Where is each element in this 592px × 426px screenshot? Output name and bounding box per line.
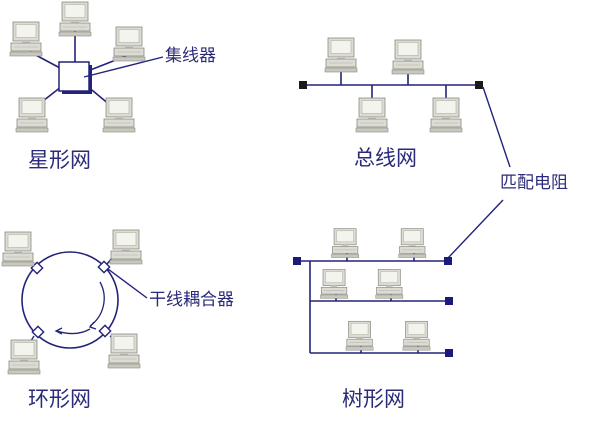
ring-computer: [1, 231, 35, 267]
star-network-label: 星形网: [28, 148, 91, 172]
terminator-leader-lines: [447, 86, 511, 259]
terminator-icon: [445, 349, 453, 357]
bus-network-label: 总线网: [354, 146, 417, 170]
star-computer-bottom-right: [102, 97, 136, 133]
ring-direction-arrows: [54, 281, 105, 335]
tree-computer: [375, 269, 404, 299]
terminator-icon: [444, 257, 452, 265]
star-topology: [9, 1, 164, 133]
bus-topology: [299, 37, 483, 133]
ring-network-label: 环形网: [28, 387, 91, 411]
coupler-icon: [30, 260, 112, 339]
bus-computer: [324, 37, 358, 73]
bus-computer: [429, 97, 463, 133]
tree-computer: [402, 320, 431, 351]
hub-label: 集线器: [165, 46, 216, 66]
terminator-icon: [475, 81, 483, 89]
star-computer-right: [112, 26, 146, 62]
tree-computer: [398, 228, 427, 258]
coupler-label: 干线耦合器: [149, 290, 234, 310]
ring-topology: [1, 229, 148, 375]
bus-computer: [391, 39, 425, 75]
star-computer-bottom-left: [15, 97, 49, 133]
hub-icon: [58, 61, 92, 94]
terminator-icon: [299, 81, 307, 89]
terminator-label: 匹配电阻: [500, 173, 568, 193]
terminator-icon: [293, 257, 301, 265]
terminator-icon: [445, 297, 453, 305]
ring-computer: [7, 339, 41, 375]
tree-computer: [345, 320, 374, 351]
star-computer-top: [58, 1, 92, 37]
tree-computer: [331, 228, 360, 258]
coupler-leader-line: [107, 268, 148, 299]
tree-topology: [293, 228, 453, 357]
hub-leader-line: [83, 56, 164, 78]
bus-computer: [355, 97, 389, 133]
star-computer-left: [9, 21, 43, 57]
ring-computer: [109, 229, 143, 265]
ring-trunk: [21, 251, 119, 349]
tree-network-label: 树形网: [342, 387, 405, 411]
tree-computer: [320, 269, 349, 299]
ring-computer: [107, 333, 141, 369]
